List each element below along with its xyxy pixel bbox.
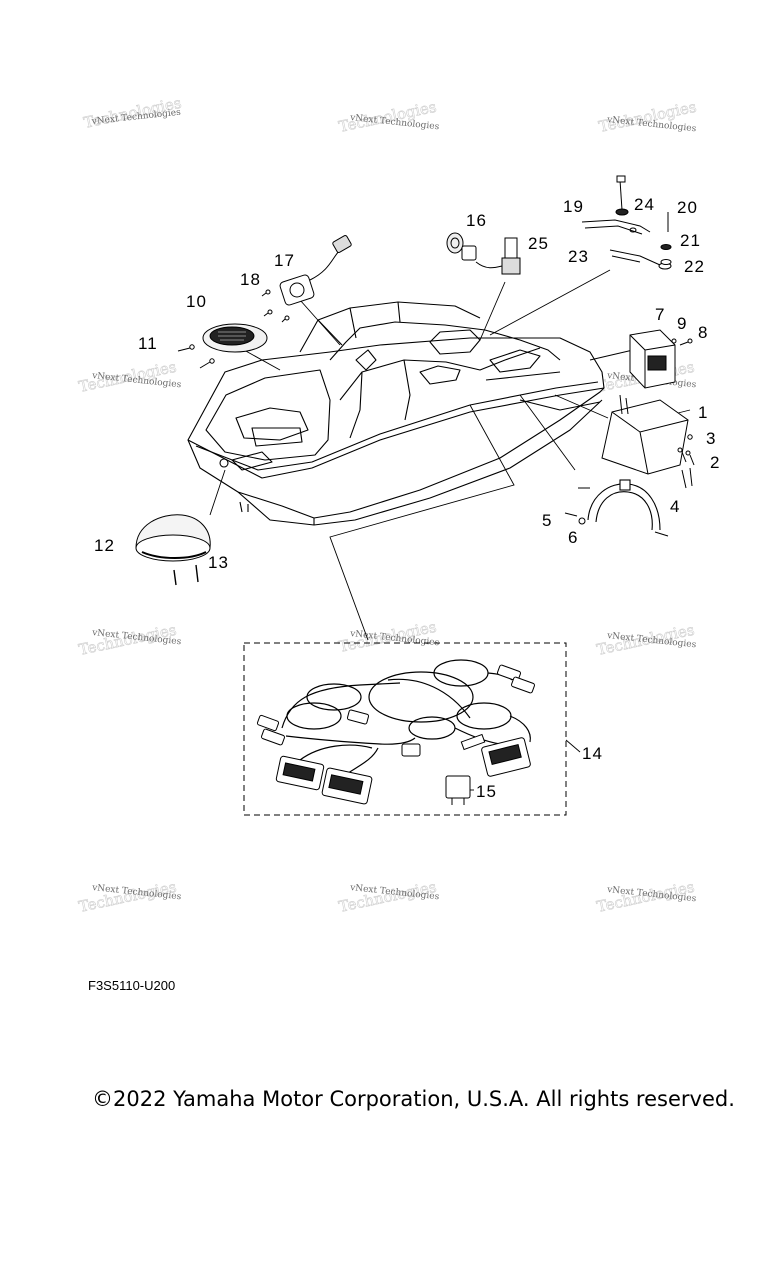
callout-19: 19 [563, 197, 584, 216]
callout-5: 5 [542, 511, 552, 530]
rail-assembly-19-24 [581, 175, 672, 270]
screw-18 [261, 289, 290, 323]
callout-1: 1 [698, 403, 708, 422]
watermark-group: Technologies vNext Technologies Technolo… [77, 93, 698, 916]
callout-4: 4 [670, 497, 680, 516]
speaker-bracket-part-17 [279, 235, 352, 306]
callout-11: 11 [138, 334, 158, 353]
callout-9: 9 [677, 314, 687, 333]
callout-21: 21 [680, 231, 701, 250]
callout-6: 6 [568, 528, 578, 547]
screws-5-6 [564, 487, 669, 537]
callout-2: 2 [710, 453, 720, 472]
speaker-part-10 [202, 323, 268, 353]
cover-part-12 [135, 514, 211, 562]
module-part-1 [601, 399, 689, 475]
sensor-part-25 [475, 237, 521, 275]
callout-3: 3 [706, 429, 716, 448]
wire-harness-part-14 [243, 642, 567, 816]
callout-24: 24 [634, 195, 655, 214]
callout-16: 16 [466, 211, 487, 230]
control-unit-part-7 [629, 329, 676, 389]
callout-15: 15 [476, 782, 497, 801]
screws-2-3 [619, 394, 695, 489]
callout-13: 13 [208, 553, 229, 572]
strap-part-4 [587, 479, 661, 531]
screw-8-9 [671, 338, 693, 346]
screw-11 [177, 344, 215, 369]
diagram-code: F3S5110-U200 [88, 978, 176, 993]
callout-numbers: 1 2 3 4 5 6 7 8 9 10 11 12 13 14 15 16 1… [94, 195, 720, 801]
callout-7: 7 [655, 305, 665, 324]
callout-12: 12 [94, 536, 115, 555]
callout-22: 22 [684, 257, 705, 276]
harness-connectors [256, 664, 535, 805]
leader-line-14 [565, 739, 581, 753]
callout-17: 17 [274, 251, 295, 270]
callout-14: 14 [582, 744, 603, 763]
callout-25: 25 [528, 234, 549, 253]
callout-10: 10 [186, 292, 207, 311]
part-16 [446, 232, 477, 261]
leader-lines [209, 269, 691, 641]
copyright-notice: ©2022 Yamaha Motor Corporation, U.S.A. A… [92, 1087, 735, 1111]
callout-8: 8 [698, 323, 708, 342]
callout-18: 18 [240, 270, 261, 289]
relay-part-15 [445, 775, 471, 805]
callout-20: 20 [677, 198, 698, 217]
callout-23: 23 [568, 247, 589, 266]
screws-13 [173, 564, 199, 586]
boat-hull [187, 301, 605, 526]
